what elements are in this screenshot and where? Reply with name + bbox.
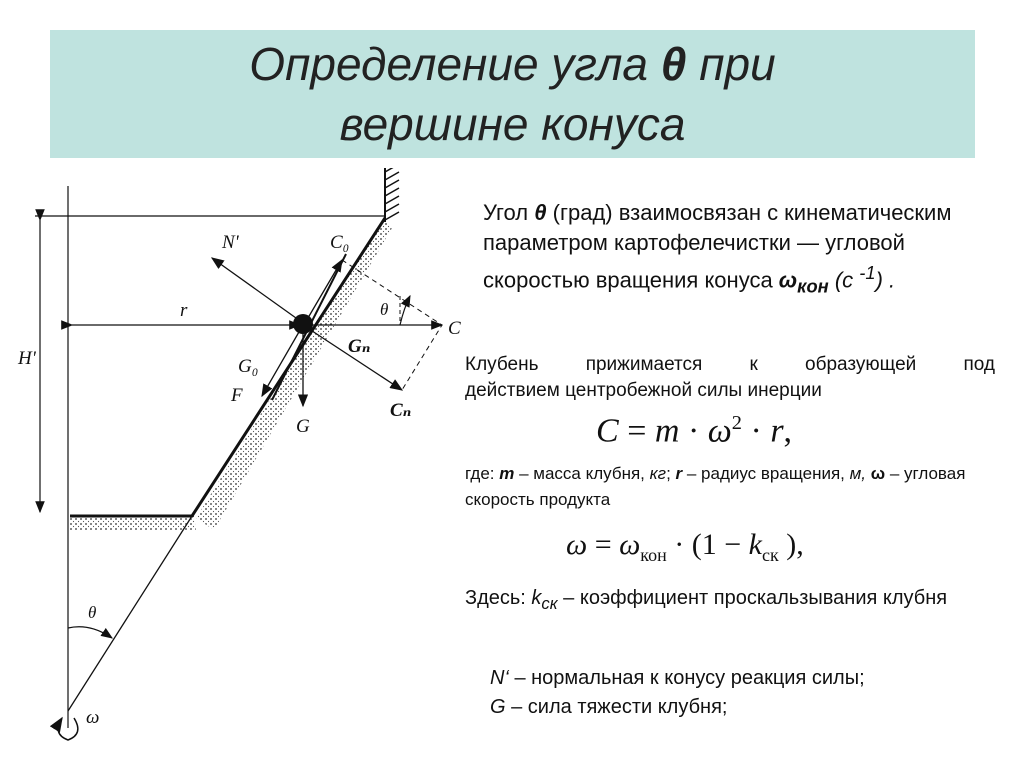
f2-eq: =: [587, 528, 620, 561]
label-c: C: [448, 318, 461, 339]
f1-eq: =: [618, 412, 655, 450]
f2-end: ),: [778, 528, 804, 561]
where-text-3: ;: [666, 464, 676, 483]
label-gn: Gₙ: [348, 336, 370, 357]
rotation-arrow: [49, 716, 79, 741]
intro-text-4: ) .: [875, 267, 896, 293]
label-theta-bottom: θ: [88, 603, 96, 622]
f1-dot: ·: [679, 412, 708, 450]
legend-g-text: – сила тяжести клубня;: [505, 696, 728, 718]
label-r: r: [180, 300, 188, 321]
title-band: [50, 30, 975, 158]
legend-g: G: [490, 696, 506, 718]
slip-coefficient-note: Здесь: kск – коэффициент проскальзывания…: [465, 584, 997, 618]
f-arrow: [261, 324, 304, 398]
note-text-1: Здесь:: [465, 587, 532, 609]
where-text-2: – масса клубня,: [514, 464, 650, 483]
where-r: r: [675, 464, 683, 483]
where-text-5: – угловая скорость продукта: [465, 464, 966, 509]
intro-exp: -1: [859, 262, 876, 283]
title-text-2: при: [686, 38, 776, 90]
label-g: G: [296, 416, 310, 437]
note-text-2: – коэффициент проскальзывания клубня: [557, 587, 948, 609]
f1-end: ,: [783, 412, 793, 450]
intro-text-3: (с: [828, 267, 860, 293]
legend-n: N‘: [490, 667, 509, 689]
where-kg: кг: [649, 464, 667, 483]
centrifugal-description: Клубень прижимается к образующей под дей…: [465, 352, 995, 404]
theta-bottom-arc: [67, 626, 113, 639]
f1-dot2: ·: [741, 412, 771, 450]
tuber-ball: [293, 314, 313, 334]
label-cn: Cₙ: [390, 400, 411, 421]
label-theta-top: θ: [380, 300, 388, 319]
cone-extension: [67, 515, 193, 712]
centrifugal-force-formula: C = m · ω2 · r,: [596, 412, 792, 450]
co-arrow: [304, 258, 343, 324]
desc-line-2: действием центробежной силы инерции: [465, 380, 822, 401]
note-k: k: [531, 587, 542, 609]
intro-text-2: (град) взаимосвязан с кинематическим пар…: [483, 200, 952, 293]
label-omega: ω: [86, 707, 99, 728]
where-omega: ω: [870, 464, 886, 483]
f2-sk: ск: [762, 545, 779, 565]
base-dots: [70, 516, 196, 530]
cone-diagram: N' C₀ r θ C H' G₀ Gₙ F Cₙ G θ ω: [17, 168, 461, 741]
f2-paren: · (1 −: [666, 528, 749, 561]
f1-m: m: [654, 412, 680, 450]
ceiling-hatch: [384, 168, 400, 222]
where-legend: где: m – масса клубня, кг; r – радиус вр…: [465, 461, 1000, 513]
label-g0: G₀: [238, 356, 258, 377]
intro-theta: θ: [534, 200, 547, 225]
slide-title: Определение угла θ при вершине конуса: [50, 34, 975, 154]
intro-omega: ω: [778, 267, 798, 293]
f2-omega: ω: [566, 528, 588, 561]
legend-n-text: – нормальная к конусу реакция силы;: [508, 667, 865, 689]
title-text-1: Определение угла: [249, 38, 661, 90]
title-text-3: вершине конуса: [339, 98, 686, 150]
f2-k: k: [748, 528, 762, 561]
intro-paragraph: Угол θ (град) взаимосвязан с кинематичес…: [483, 198, 1011, 302]
label-n-prime: N': [221, 232, 240, 253]
force-construction: [341, 259, 443, 391]
label-f: F: [230, 385, 243, 406]
f2-omega-kon: ω: [619, 528, 641, 561]
angular-velocity-formula: ω = ωкон · (1 − kск ),: [566, 528, 804, 566]
f1-omega: ω: [707, 412, 732, 450]
intro-omega-sub: кон: [797, 275, 829, 297]
where-text-1: где:: [465, 464, 500, 483]
note-k-sub: ск: [541, 594, 558, 613]
gn-arrow: [302, 324, 404, 391]
force-legend: N‘ – нормальная к конусу реакция силы; G…: [490, 664, 1010, 722]
f1-square: 2: [731, 412, 742, 434]
where-m2: м,: [849, 464, 871, 483]
f1-r: r: [770, 412, 784, 450]
surface-dots: [196, 218, 392, 530]
label-h-prime: H': [17, 348, 37, 369]
f1-c: C: [596, 412, 619, 450]
intro-text-1: Угол: [483, 200, 535, 225]
title-theta: θ: [660, 38, 687, 90]
desc-line-1: Клубень прижимается к образующей под: [465, 354, 995, 375]
where-m: m: [499, 464, 515, 483]
theta-top-arc: [399, 294, 411, 326]
where-text-4: – радиус вращения,: [682, 464, 850, 483]
label-c0: C₀: [330, 232, 349, 253]
n-prime-arrow: [210, 257, 304, 324]
f2-kon: кон: [640, 545, 667, 565]
